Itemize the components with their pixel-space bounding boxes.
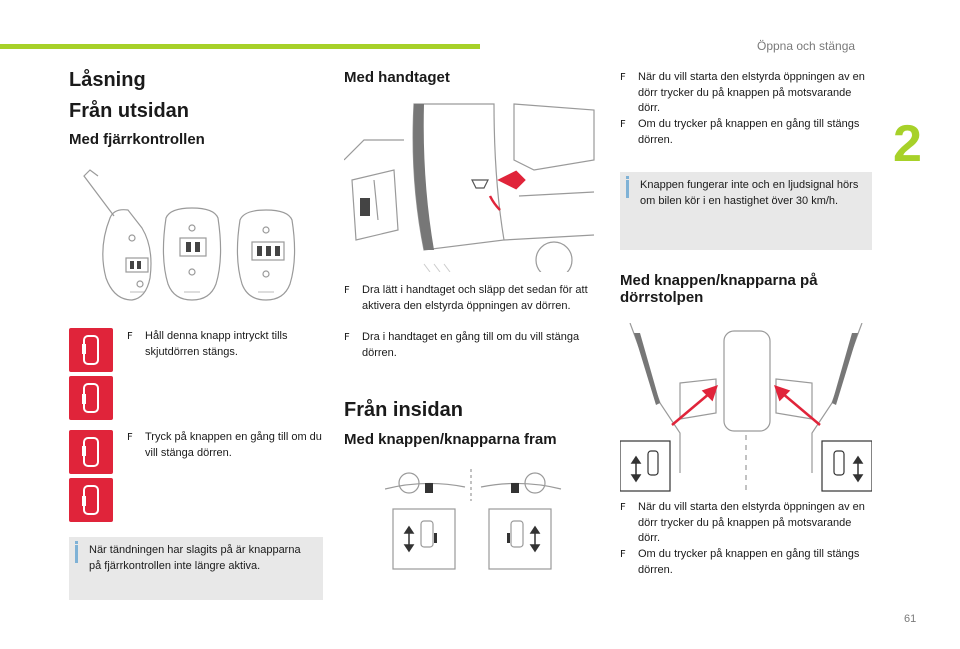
bullet-pull-again: F Dra i handtaget en gång till om du vil… <box>344 331 580 359</box>
bullet-marker: F <box>620 502 626 513</box>
red-button-1 <box>69 328 113 372</box>
header-accent-bar <box>0 44 480 49</box>
bullet-marker: F <box>344 332 350 343</box>
sliding-door-icon <box>82 335 99 365</box>
info-box-speed: Knappen fungerar inte och en ljudsignal … <box>620 172 872 250</box>
info-box-ignition: När tändningen har slagits på är knappar… <box>69 537 323 600</box>
bullet-press-again: F Tryck på knappen en gång till om du vi… <box>127 431 322 459</box>
red-button-3 <box>69 430 113 474</box>
heading-med-handtaget: Med handtaget <box>344 69 450 86</box>
bullet-press-again-bottom: F Om du trycker på knappen en gång till … <box>620 548 860 576</box>
bullet-marker: F <box>344 285 350 296</box>
sliding-door-icon <box>82 437 99 467</box>
heading-lasning: Låsning <box>69 69 146 91</box>
bullet-hold-button: F Håll denna knapp intryckt tills skjutd… <box>127 330 288 358</box>
red-button-2 <box>69 376 113 420</box>
heading-fran-utsidan: Från utsidan <box>69 100 190 122</box>
bullet-marker: F <box>127 432 133 443</box>
info-icon <box>75 541 78 544</box>
heading-fran-insidan: Från insidan <box>344 399 463 421</box>
info-icon <box>626 176 629 179</box>
bullet-marker: F <box>620 119 626 130</box>
heading-med-knappen-fram: Med knappen/knapparna fram <box>344 431 557 448</box>
heading-med-knappen-dorrstolpen: Med knappen/knapparna på dörrstolpen <box>620 272 818 306</box>
chapter-number: 2 <box>893 115 922 173</box>
front-buttons-illustration <box>385 465 565 575</box>
sliding-door-icon <box>82 485 99 515</box>
page-header-title: Öppna och stänga <box>757 39 856 53</box>
heading-med-fjarrkontrollen: Med fjärrkontrollen <box>69 131 205 148</box>
bullet-marker: F <box>127 331 133 342</box>
van-handle-illustration <box>344 100 600 272</box>
remote-keys-illustration <box>80 168 320 318</box>
bullet-marker: F <box>620 549 626 560</box>
bullet-pull-handle: F Dra lätt i handtaget och släpp det sed… <box>344 284 588 312</box>
bullet-start-opening-bottom: F När du vill starta den elstyrda öppnin… <box>620 501 865 544</box>
bullet-start-opening-top: F När du vill starta den elstyrda öppnin… <box>620 71 865 114</box>
bullet-marker: F <box>620 72 626 83</box>
door-pillar-illustration <box>620 323 872 493</box>
sliding-door-icon <box>82 383 99 413</box>
page-number: 61 <box>904 613 917 625</box>
bullet-press-again-top: F Om du trycker på knappen en gång till … <box>620 118 860 146</box>
red-button-4 <box>69 478 113 522</box>
